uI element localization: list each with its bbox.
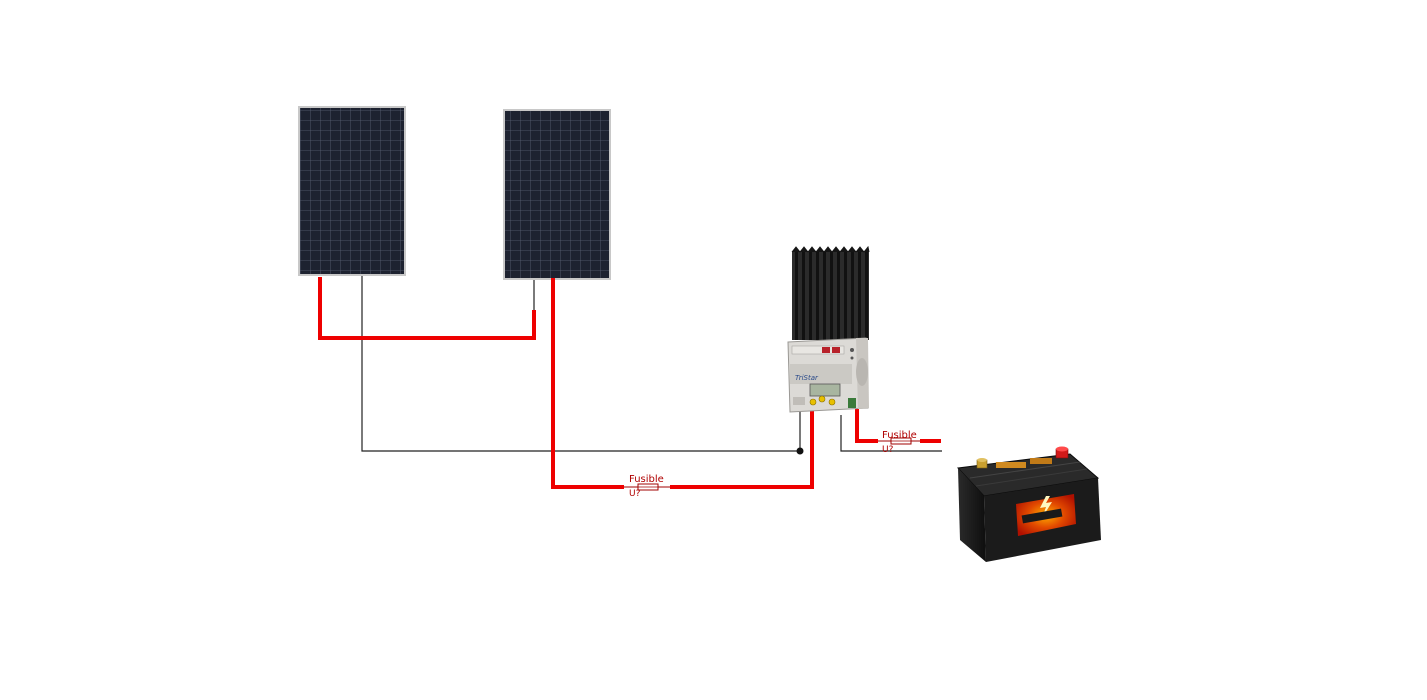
solar-panel-2 <box>503 109 611 280</box>
fuse-1: Fusible U? <box>624 474 670 499</box>
heatsink <box>791 245 870 340</box>
charge-controller-icon: TriStar <box>787 337 869 413</box>
positive-wire-controller-to-fuse <box>855 408 878 443</box>
positive-wire-panel-parallel <box>318 277 536 340</box>
negative-wires <box>361 276 942 452</box>
battery <box>956 446 1101 562</box>
fuse-2-ref: U? <box>882 445 894 455</box>
controller-button <box>809 398 817 406</box>
charge-controller: TriStar <box>787 245 870 413</box>
positive-wire-fuse-to-controller <box>670 410 814 489</box>
controller-button <box>828 398 836 406</box>
controller-display <box>809 383 841 397</box>
solar-panel-icon <box>505 111 609 278</box>
fuse-1-label: Fusible <box>629 474 664 485</box>
fuse-2: Fusible U? <box>878 430 920 455</box>
controller-button <box>818 395 826 403</box>
negative-wire-panels-to-controller <box>361 276 801 452</box>
fuse-1-ref: U? <box>629 489 641 499</box>
junction-dot <box>796 447 804 455</box>
controller-brand-logo: TriStar <box>795 374 819 382</box>
solar-panel-1 <box>298 106 406 276</box>
controller-terminal <box>848 398 856 408</box>
positive-wires <box>318 277 941 489</box>
fuse-2-label: Fusible <box>882 430 917 441</box>
solar-panel-icon <box>300 108 404 274</box>
negative-wire-to-battery <box>840 415 942 452</box>
battery-icon <box>956 446 1101 562</box>
positive-wire-panel-to-fuse <box>551 278 624 489</box>
